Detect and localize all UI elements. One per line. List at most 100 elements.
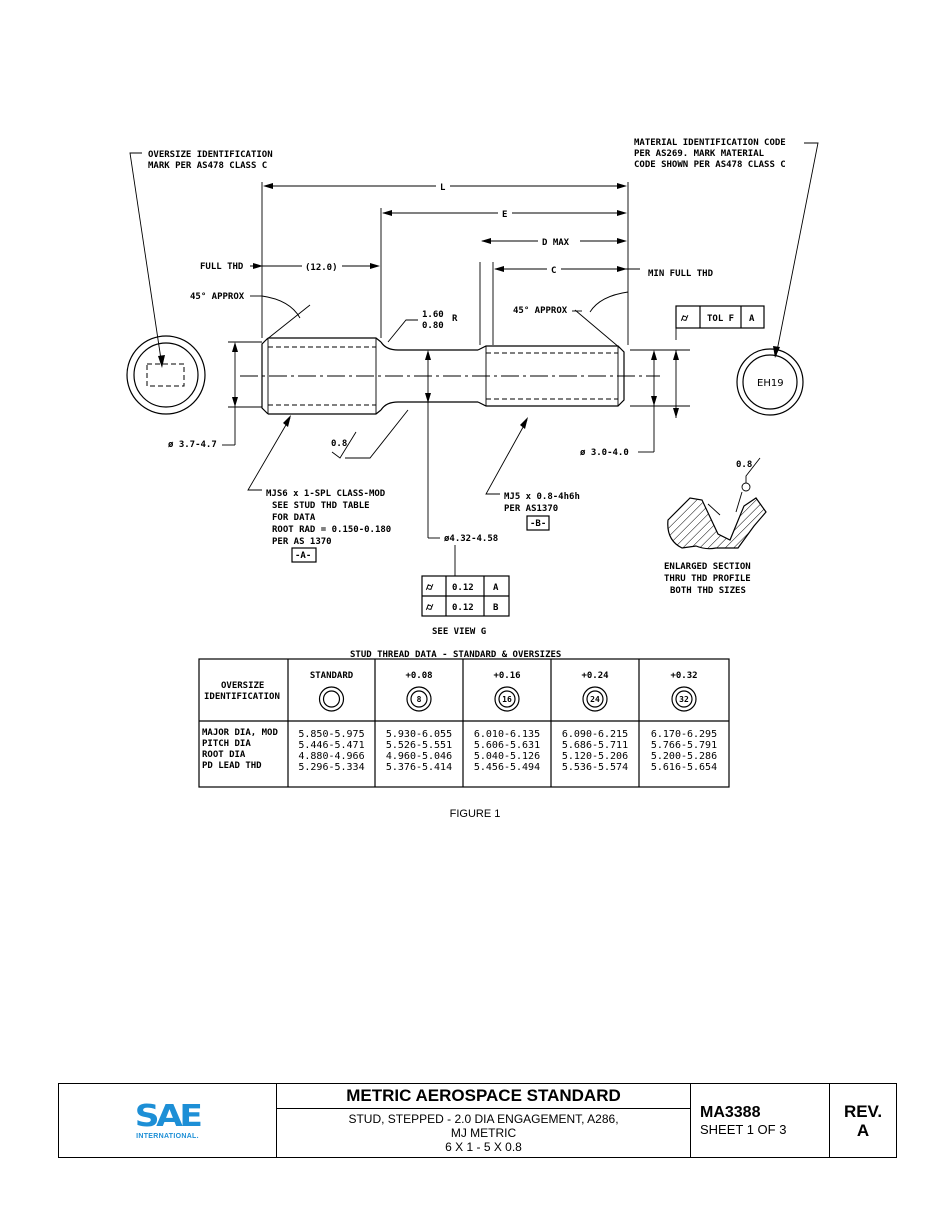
oversize-mark-outer bbox=[406, 686, 432, 712]
column-header: STANDARD bbox=[310, 671, 354, 681]
table-cell: 4.960-5.046 bbox=[386, 751, 452, 762]
title-block: SAE INTERNATIONAL. METRIC AEROSPACE STAN… bbox=[58, 1083, 897, 1158]
revision-value: A bbox=[856, 1120, 870, 1140]
material-code: EH19 bbox=[757, 378, 784, 389]
logo-cell: SAE INTERNATIONAL. bbox=[59, 1084, 277, 1157]
table-cell: 6.170-6.295 bbox=[651, 729, 717, 740]
table-cell: 5.446-5.471 bbox=[298, 740, 364, 751]
runout-icon-2: ⌭ bbox=[425, 602, 434, 613]
table-title: STUD THREAD DATA - STANDARD & OVERSIZES bbox=[350, 650, 561, 660]
table-cell: 5.456-5.494 bbox=[474, 762, 540, 773]
enlarged-note-line-3: BOTH THD SIZES bbox=[670, 586, 746, 596]
table-cell: 5.296-5.334 bbox=[298, 762, 364, 773]
enlarged-note-line-1: ENLARGED SECTION bbox=[664, 562, 751, 572]
sae-logo: SAE INTERNATIONAL. bbox=[135, 1098, 203, 1140]
description-line-3: 6 X 1 - 5 X 0.8 bbox=[445, 1140, 522, 1154]
table-header-line-1: OVERSIZE bbox=[221, 681, 264, 691]
thread-left-line-3: FOR DATA bbox=[272, 513, 316, 523]
finish-right: 0.8 bbox=[736, 460, 752, 470]
thread-right-line-2: PER AS1370 bbox=[504, 504, 558, 514]
see-view-label: SEE VIEW G bbox=[432, 627, 486, 637]
dia-right: ø 3.0-4.0 bbox=[580, 448, 629, 458]
enlarged-thread-section bbox=[667, 457, 767, 550]
full-thd-value: (12.0) bbox=[305, 263, 338, 273]
column-header: +0.32 bbox=[670, 671, 697, 681]
radius-min: 0.80 bbox=[422, 321, 444, 331]
radius-max: 1.60 bbox=[422, 310, 444, 320]
document-number-cell: MA3388 SHEET 1 OF 3 bbox=[691, 1084, 830, 1157]
oversize-mark-outer bbox=[494, 686, 520, 712]
oversize-mark-inner bbox=[586, 690, 604, 708]
description-line-1: STUD, STEPPED - 2.0 DIA ENGAGEMENT, A286… bbox=[348, 1112, 619, 1126]
tolerance-text: TOL F bbox=[707, 314, 734, 324]
column-header: +0.24 bbox=[581, 671, 609, 681]
row-label-pitch: PITCH DIA bbox=[202, 739, 251, 749]
tolerance-frame bbox=[675, 305, 765, 329]
runout-icon: ⌭ bbox=[680, 313, 689, 324]
column-header: +0.16 bbox=[493, 671, 520, 681]
table-cell: 5.850-5.975 bbox=[298, 729, 364, 740]
runout-datum-2: B bbox=[493, 603, 499, 613]
thread-left-line-4: ROOT RAD = 0.150-0.180 bbox=[272, 525, 391, 535]
dim-C: C bbox=[551, 266, 556, 276]
material-note-line-3: CODE SHOWN PER AS478 CLASS C bbox=[634, 160, 786, 170]
dim-E: E bbox=[502, 210, 507, 220]
column-header: +0.08 bbox=[405, 671, 432, 681]
oversize-mark-outer bbox=[582, 686, 608, 712]
oversize-mark-number: 8 bbox=[417, 695, 422, 704]
table-cell: 5.606-5.631 bbox=[474, 740, 540, 751]
title-cell: METRIC AEROSPACE STANDARD STUD, STEPPED … bbox=[277, 1084, 691, 1157]
row-label-root: ROOT DIA bbox=[202, 750, 246, 760]
revision-label: REV. bbox=[843, 1101, 883, 1121]
standard-heading: METRIC AEROSPACE STANDARD bbox=[277, 1084, 690, 1109]
revision-cell: REV. A bbox=[830, 1084, 896, 1157]
table-cell: 5.526-5.551 bbox=[386, 740, 452, 751]
row-label-major: MAJOR DIA, MOD bbox=[202, 728, 278, 738]
approx-45-left: 45° APPROX bbox=[190, 292, 245, 302]
runout-icon-1: ⌭ bbox=[425, 582, 434, 593]
finish-left: 0.8 bbox=[331, 439, 347, 449]
oversize-mark-number: 32 bbox=[679, 695, 689, 704]
dim-D-max: D MAX bbox=[542, 238, 570, 248]
part-description: STUD, STEPPED - 2.0 DIA ENGAGEMENT, A286… bbox=[277, 1109, 690, 1157]
material-note-line-1: MATERIAL IDENTIFICATION CODE bbox=[634, 138, 786, 148]
table-cell: 5.686-5.711 bbox=[562, 740, 628, 751]
table-cell: 6.090-6.215 bbox=[562, 729, 628, 740]
oversize-note-line-2: MARK PER AS478 CLASS C bbox=[148, 161, 267, 171]
runout-value-1: 0.12 bbox=[452, 583, 474, 593]
table-cell: 6.010-6.135 bbox=[474, 729, 540, 740]
oversize-mark-inner bbox=[675, 690, 693, 708]
table-cell: 4.880-4.966 bbox=[298, 751, 364, 762]
runout-value-2: 0.12 bbox=[452, 603, 474, 613]
material-note-line-2: PER AS269. MARK MATERIAL bbox=[634, 149, 765, 159]
document-number: MA3388 bbox=[700, 1104, 761, 1121]
thread-right-line-1: MJ5 x 0.8-4h6h bbox=[504, 492, 580, 502]
table-cell: 5.766-5.791 bbox=[651, 740, 717, 751]
datum-a: -A- bbox=[295, 551, 311, 561]
table-cell: 5.616-5.654 bbox=[651, 762, 717, 773]
thread-left-line-1: MJS6 x 1-SPL CLASS-MOD bbox=[266, 489, 386, 499]
thread-left-line-2: SEE STUD THD TABLE bbox=[272, 501, 370, 511]
table-cell: 5.120-5.206 bbox=[562, 751, 628, 762]
oversize-mark-circle bbox=[126, 335, 206, 415]
description-line-2: MJ METRIC bbox=[450, 1126, 517, 1140]
sae-logo-subtitle: INTERNATIONAL. bbox=[136, 1132, 199, 1140]
material-code-circle bbox=[736, 348, 804, 416]
oversize-mark-inner bbox=[498, 690, 516, 708]
row-label-pd-lead: PD LEAD THD bbox=[202, 761, 262, 771]
oversize-mark-outer bbox=[671, 686, 697, 712]
sheet-number: SHEET 1 OF 3 bbox=[700, 1122, 787, 1137]
table-cell: 5.930-6.055 bbox=[386, 729, 452, 740]
sae-logo-mark: SAE bbox=[135, 1098, 203, 1134]
full-thd-label: FULL THD bbox=[200, 262, 244, 272]
oversize-mark-inner bbox=[322, 690, 341, 708]
oversize-mark-number: 24 bbox=[590, 695, 600, 704]
oversize-note-line-1: OVERSIZE IDENTIFICATION bbox=[148, 150, 273, 160]
tolerance-datum: A bbox=[749, 314, 755, 324]
engineering-drawing: OVERSIZE IDENTIFICATION MARK PER AS478 C… bbox=[126, 138, 819, 788]
runout-frames bbox=[421, 575, 510, 617]
table-header-line-2: IDENTIFICATION bbox=[204, 692, 280, 702]
figure-caption: FIGURE 1 bbox=[449, 808, 501, 820]
oversize-mark-outer bbox=[318, 686, 345, 712]
table-cell: 5.536-5.574 bbox=[562, 762, 628, 773]
